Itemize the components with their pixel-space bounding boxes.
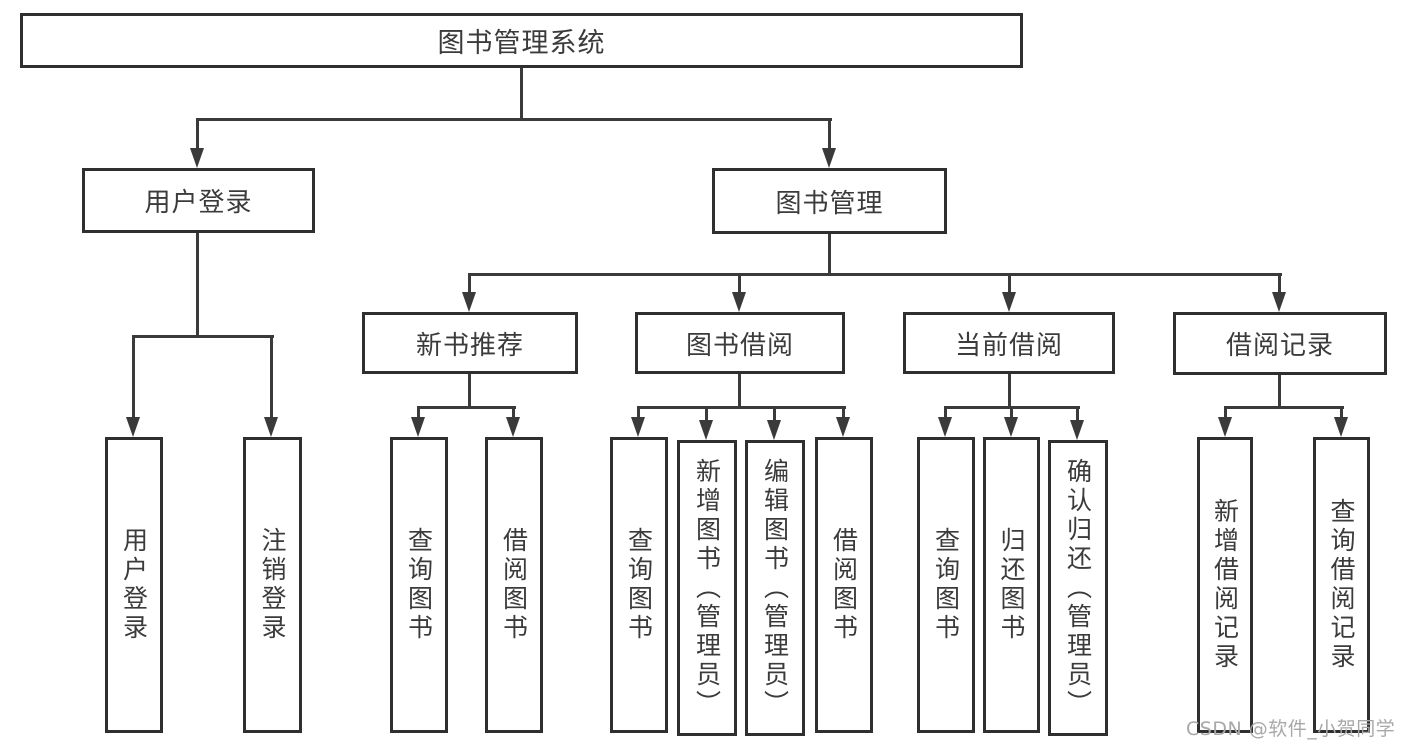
leaf-bor-add-book-admin: 新增图书（管理员）: [677, 440, 737, 736]
leaf-bor-borrow-book: 借阅图书: [815, 437, 873, 733]
arrow-to-bor-add: [699, 406, 713, 440]
leaf-user-login: 用户登录: [105, 437, 163, 733]
node-root: 图书管理系统: [20, 13, 1023, 68]
arrow-to-book-borrow: [732, 273, 746, 312]
leaf-cur-confirm-return-admin: 确认归还（管理员）: [1048, 440, 1108, 736]
bus-book-mgmt: [468, 273, 1282, 276]
bus-level2: [197, 118, 832, 121]
arrow-to-borrow-record: [1272, 273, 1286, 312]
arrow-to-bor-edit: [767, 406, 781, 440]
leaf-rec-query-book: 查询图书: [390, 437, 448, 733]
leaf-logout: 注销登录: [243, 437, 302, 733]
arrow-to-cur-return: [1004, 406, 1018, 437]
arrow-to-log-add: [1218, 406, 1232, 437]
arrow-to-book-mgmt: [822, 118, 836, 168]
node-current-borrow: 当前借阅: [903, 312, 1115, 374]
stem-borrow-record: [1278, 375, 1281, 409]
bus-book-borrow: [637, 406, 846, 409]
node-user-login: 用户登录: [82, 168, 315, 233]
arrow-to-leaf-login: [126, 335, 140, 437]
leaf-bor-edit-book-admin: 编辑图书（管理员）: [745, 440, 805, 736]
arrow-to-rec-query: [411, 406, 425, 437]
stem-book-borrow: [738, 374, 741, 409]
csdn-watermark: CSDN @软件_小贺同学: [1186, 718, 1396, 740]
arrow-to-bor-borrow: [836, 406, 850, 437]
leaf-log-query-record: 查询借阅记录: [1313, 437, 1370, 733]
node-book-borrow: 图书借阅: [635, 312, 845, 374]
leaf-cur-query-book: 查询图书: [917, 437, 975, 733]
node-borrow-record: 借阅记录: [1173, 312, 1387, 375]
leaf-cur-return-book: 归还图书: [983, 437, 1040, 733]
stem-new-book-rec: [468, 374, 471, 409]
arrow-to-current-borrow: [1002, 273, 1016, 312]
arrow-to-new-book-rec: [462, 273, 476, 312]
stem-book-mgmt: [828, 234, 831, 276]
leaf-log-add-record: 新增借阅记录: [1197, 437, 1253, 733]
bus-borrow-record: [1224, 406, 1344, 409]
arrow-to-log-query: [1334, 406, 1348, 437]
arrow-to-cur-confirm: [1070, 406, 1084, 440]
arrow-to-rec-borrow: [506, 406, 520, 437]
stem-user-login: [196, 233, 199, 338]
arrow-to-user-login: [190, 118, 204, 168]
arrow-to-cur-query: [938, 406, 952, 437]
stem-current-borrow: [1008, 374, 1011, 409]
stem-root: [520, 68, 523, 121]
node-book-mgmt: 图书管理: [712, 168, 947, 234]
arrow-to-bor-query: [631, 406, 645, 437]
leaf-rec-borrow-book: 借阅图书: [485, 437, 543, 733]
node-new-book-rec: 新书推荐: [362, 312, 578, 374]
leaf-bor-query-book: 查询图书: [610, 437, 668, 733]
bus-user-login: [132, 335, 274, 338]
bus-new-book-rec: [417, 406, 516, 409]
arrow-to-leaf-logout: [264, 335, 278, 437]
